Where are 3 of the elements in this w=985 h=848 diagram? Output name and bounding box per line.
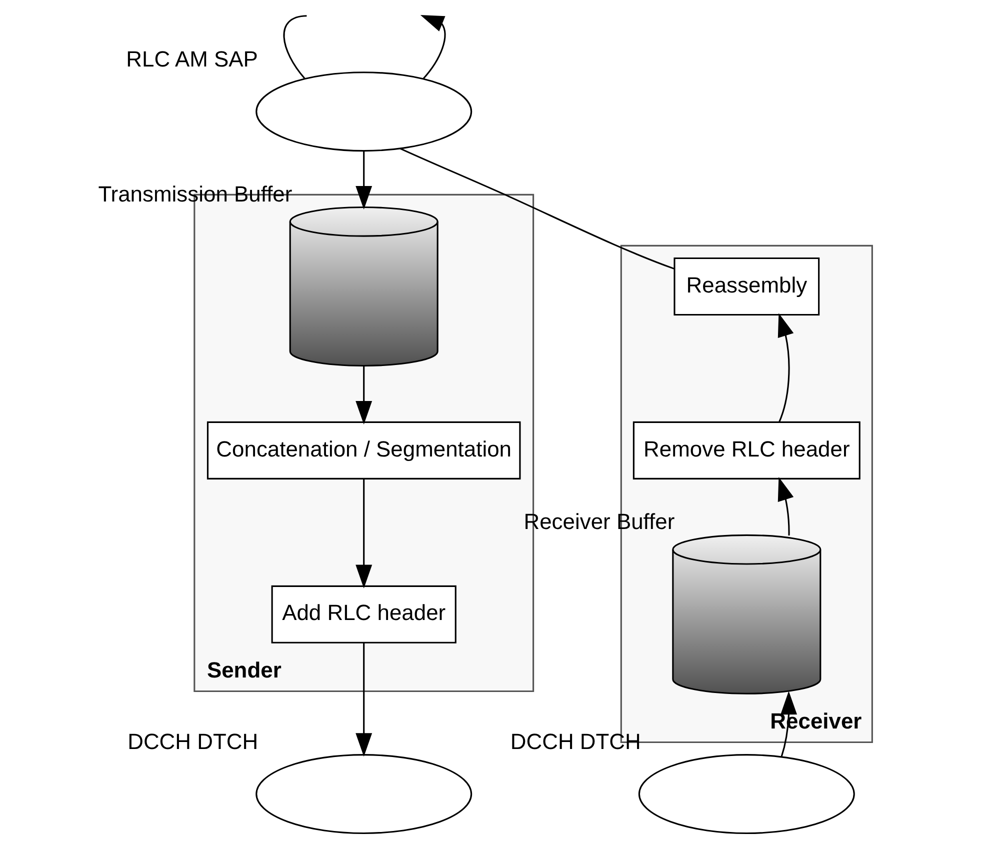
node-label: DCCH DTCH xyxy=(128,728,258,754)
node-label: RLC AM SAP xyxy=(126,46,258,72)
node-label: DCCH DTCH xyxy=(510,728,641,754)
